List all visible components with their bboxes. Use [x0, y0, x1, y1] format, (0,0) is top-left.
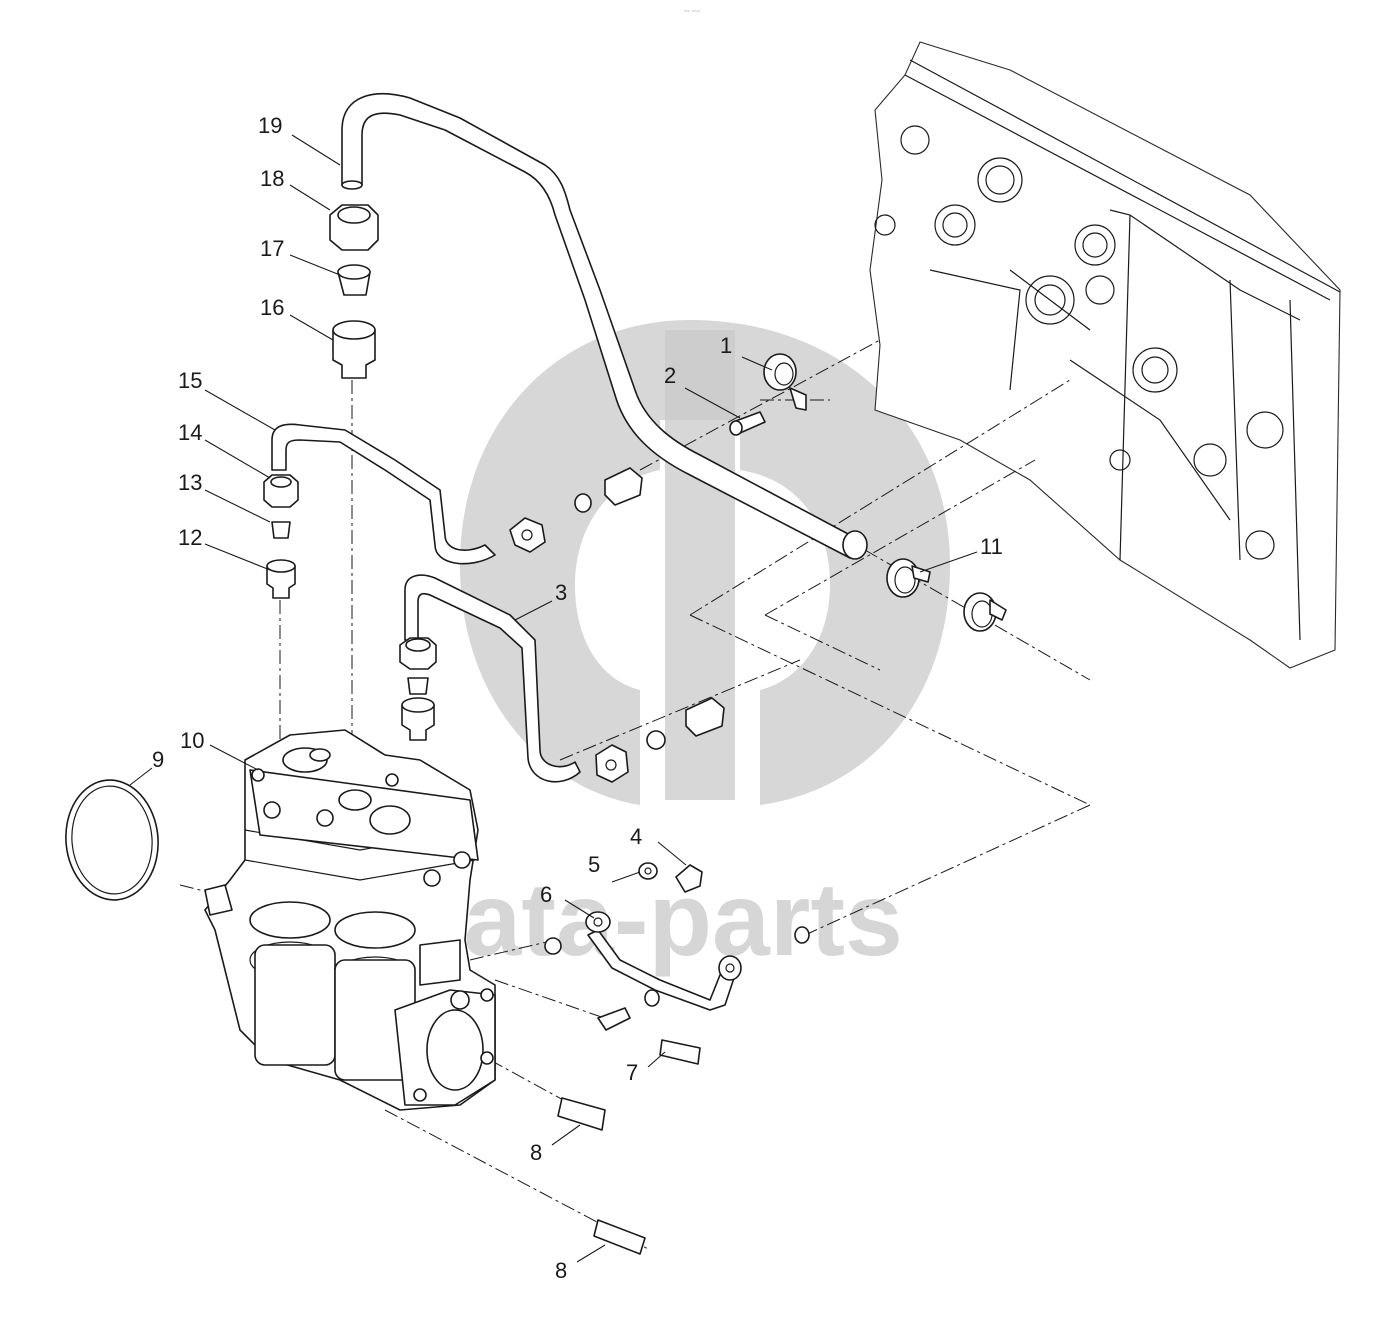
- small-fasteners: [544, 862, 810, 1255]
- fittings-pipe3-end: [595, 697, 725, 783]
- pipe-15: [271, 423, 496, 565]
- engine-block: [869, 41, 1341, 669]
- air-compressor: [204, 729, 496, 1111]
- leader-lines: [129, 134, 978, 1263]
- fittings-stack-small: [263, 474, 299, 599]
- clip-and-bolt: [729, 353, 807, 436]
- callout-17: 17: [260, 236, 284, 261]
- callout-16: 16: [260, 295, 284, 320]
- callout-12: 12: [178, 525, 202, 550]
- callout-5: 5: [588, 852, 600, 877]
- callout-2: 2: [664, 363, 676, 388]
- top-mark: ~~ ~~~: [684, 9, 700, 15]
- callout-labels: 1 2 3 4 5 6 7 8 8 9 10 11 12 13 14 15 16…: [152, 113, 1003, 1283]
- callout-18: 18: [260, 166, 284, 191]
- pipe-6: [585, 911, 742, 1011]
- o-ring: [65, 779, 159, 901]
- callout-3: 3: [555, 580, 567, 605]
- callout-6: 6: [540, 882, 552, 907]
- callout-10: 10: [180, 728, 204, 753]
- callout-11: 11: [980, 534, 1003, 559]
- fittings-stack-middle: [399, 637, 437, 741]
- callout-19: 19: [258, 113, 282, 138]
- hose-clamps: [886, 558, 1007, 632]
- watermark-text: data-parts: [400, 862, 903, 978]
- callout-15: 15: [178, 368, 202, 393]
- callout-13: 13: [178, 470, 202, 495]
- callout-8-lower: 8: [555, 1258, 567, 1283]
- callout-7: 7: [626, 1060, 638, 1085]
- callout-8-upper: 8: [530, 1140, 542, 1165]
- fittings-stack-left: [329, 204, 379, 379]
- fittings-pipe15-end: [509, 467, 643, 553]
- pipe-19: [341, 93, 868, 560]
- callout-4: 4: [630, 824, 642, 849]
- pipe-3: [404, 574, 581, 783]
- callout-14: 14: [178, 420, 202, 445]
- callout-1: 1: [720, 333, 732, 358]
- callout-9: 9: [152, 747, 164, 772]
